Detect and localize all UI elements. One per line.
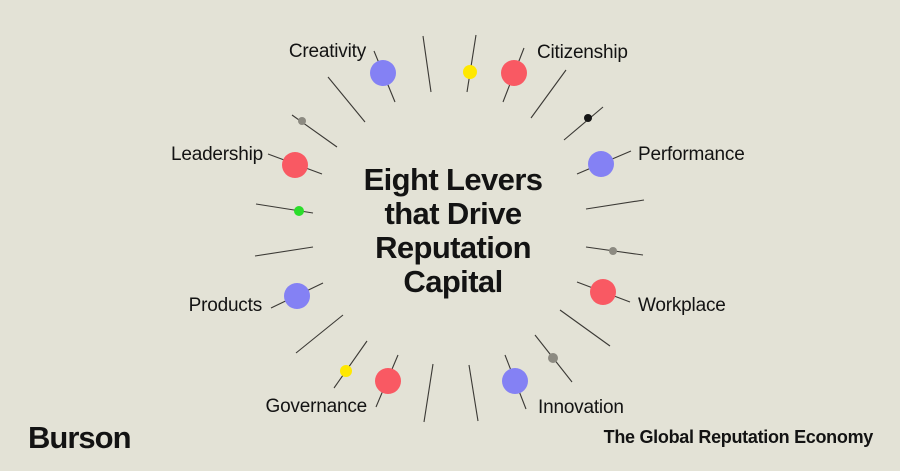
accent-dot-green <box>294 206 304 216</box>
tick-line <box>295 314 344 354</box>
tick-line <box>333 340 368 389</box>
title-line-3: Reputation <box>375 230 531 265</box>
tick-line <box>254 246 314 257</box>
lever-dot-performance <box>588 151 614 177</box>
tick-line <box>327 76 366 123</box>
accent-dot-gray <box>609 247 617 255</box>
tick-line <box>468 364 479 422</box>
report-title: The Global Reputation Economy <box>603 427 874 447</box>
title-line-1: Eight Levers <box>363 162 543 197</box>
lever-label-workplace: Workplace <box>638 295 726 316</box>
accent-dot-gray <box>298 117 306 125</box>
lever-label-products: Products <box>189 295 262 316</box>
lever-dot-workplace <box>590 279 616 305</box>
tick-line <box>423 363 434 423</box>
diagram-title: Eight Levers that Drive Reputation Capit… <box>364 163 543 299</box>
lever-label-performance: Performance <box>638 144 745 165</box>
lever-dot-governance <box>375 368 401 394</box>
accent-dot-yellow <box>340 365 352 377</box>
lever-dot-citizenship <box>501 60 527 86</box>
accent-dot-yellow <box>463 65 477 79</box>
lever-label-innovation: Innovation <box>538 397 624 418</box>
accent-dot-black <box>584 114 592 122</box>
lever-dot-creativity <box>370 60 396 86</box>
burson-logo: Burson <box>28 420 131 455</box>
tick-line <box>585 199 645 210</box>
tick-line <box>466 34 477 93</box>
tick-line <box>255 203 314 214</box>
tick-line <box>559 309 611 347</box>
lever-dot-leadership <box>282 152 308 178</box>
lever-dot-innovation <box>502 368 528 394</box>
title-line-2: that Drive <box>384 196 523 231</box>
tick-line <box>530 69 567 119</box>
title-line-4: Capital <box>403 264 503 299</box>
lever-dot-products <box>284 283 310 309</box>
tick-line <box>422 35 432 93</box>
accent-dot-gray <box>548 353 558 363</box>
lever-label-citizenship: Citizenship <box>537 42 628 63</box>
lever-label-leadership: Leadership <box>171 144 263 165</box>
lever-label-creativity: Creativity <box>289 41 367 62</box>
lever-label-governance: Governance <box>265 396 367 417</box>
tick-line <box>563 106 604 141</box>
